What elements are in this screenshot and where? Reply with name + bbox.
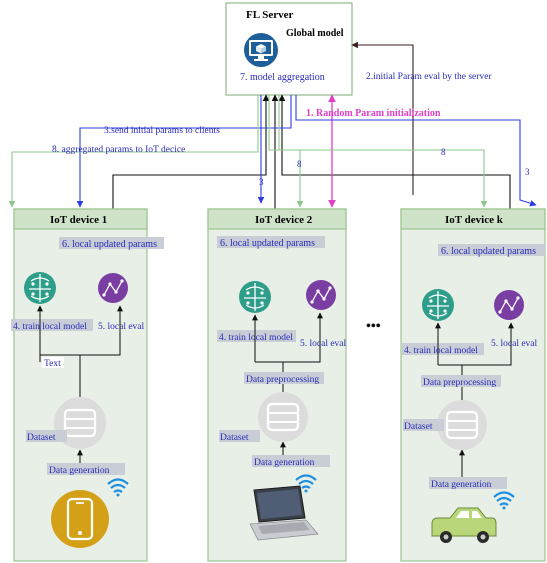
- dataset-label: Dataset: [404, 422, 433, 432]
- dataset-label: Dataset: [220, 433, 249, 443]
- brain-icon: [239, 281, 271, 313]
- eval-chart-icon: [98, 273, 128, 303]
- iot-device-k-panel: IoT device k 6. local updated params 4. …: [400, 208, 546, 562]
- monitor-icon: [244, 33, 278, 67]
- step-random-init: 1. Random Param initialization: [306, 108, 441, 119]
- server-title: FL Server: [246, 9, 293, 21]
- iot-device-1-panel: IoT device 1 6. local updated params 4. …: [11, 208, 164, 562]
- fl-server: FL Server Global model 7. model aggregat…: [225, 2, 353, 96]
- brain-icon: [422, 289, 454, 321]
- data-generation-label: Data generation: [49, 466, 110, 476]
- step-num-8-a: 8: [297, 159, 302, 169]
- local-eval: 5. local eval: [98, 322, 145, 332]
- local-updated-params: 6. local updated params: [220, 238, 315, 249]
- local-updated-params: 6. local updated params: [62, 239, 157, 250]
- step-num-3-b: 3: [525, 167, 530, 177]
- step-aggregated: 8. aggregated params to IoT decice: [52, 145, 185, 155]
- wifi-icon: [295, 474, 317, 493]
- dataset-label: Dataset: [27, 433, 56, 443]
- eval-chart-icon: [306, 280, 336, 310]
- arrow-agg-devicek: [278, 95, 488, 208]
- step-num-8-b: 8: [441, 147, 446, 157]
- arrow-send-devicek: [295, 95, 537, 207]
- send-arrows: [76, 95, 537, 208]
- train-local-model: 4. train local model: [13, 322, 87, 332]
- arrow-agg-device1: [8, 95, 259, 208]
- devicek-flow-lines: [435, 322, 514, 480]
- data-preprocessing-label: Data preprocessing: [423, 378, 496, 388]
- train-local-model: 4. train local model: [404, 346, 478, 356]
- data-preprocessing-label: Data preprocessing: [246, 375, 319, 385]
- iot-device-2-panel: IoT device 2 6. local updated params 4. …: [207, 208, 347, 562]
- wifi-icon: [107, 478, 129, 497]
- smartphone-icon: [51, 490, 109, 548]
- device1-flow-lines: [37, 305, 123, 475]
- device-title: IoT device k: [445, 214, 504, 226]
- wifi-icon: [493, 491, 515, 510]
- arrow-eval-by-server: [351, 41, 414, 195]
- device-title: IoT device 2: [255, 214, 313, 226]
- device-title: IoT device 1: [50, 214, 107, 226]
- global-model-label: Global model: [286, 28, 344, 39]
- local-eval: 5. local eval: [300, 339, 347, 349]
- text-label: Text: [44, 359, 61, 369]
- brain-icon: [24, 272, 56, 304]
- database-icon: [258, 392, 308, 442]
- arrow-agg-device2: [268, 95, 304, 208]
- step-eval-by-server: 2.initial Param eval by the server: [366, 72, 492, 82]
- local-updated-params: 6. local updated params: [441, 246, 536, 257]
- step-num-3-a: 3: [259, 177, 264, 187]
- car-icon: [431, 507, 497, 543]
- arrow-devicek-update: [278, 94, 511, 237]
- database-icon: [437, 400, 487, 450]
- train-local-model: 4. train local model: [219, 333, 293, 343]
- aggregation-label: 7. model aggregation: [240, 72, 325, 83]
- step-send-initial: 3.send initial params to clients: [104, 126, 220, 136]
- local-eval: 5. local eval: [491, 339, 538, 349]
- eval-chart-icon: [494, 290, 524, 320]
- arrow-device1-update: [112, 94, 270, 237]
- arrow-send-device1: [76, 95, 292, 208]
- data-generation-label: Data generation: [431, 480, 492, 490]
- laptop-icon: [249, 485, 319, 541]
- data-generation-label: Data generation: [254, 458, 315, 468]
- aggregated-arrows: [8, 95, 488, 208]
- more-devices-ellipsis: •••: [366, 319, 381, 334]
